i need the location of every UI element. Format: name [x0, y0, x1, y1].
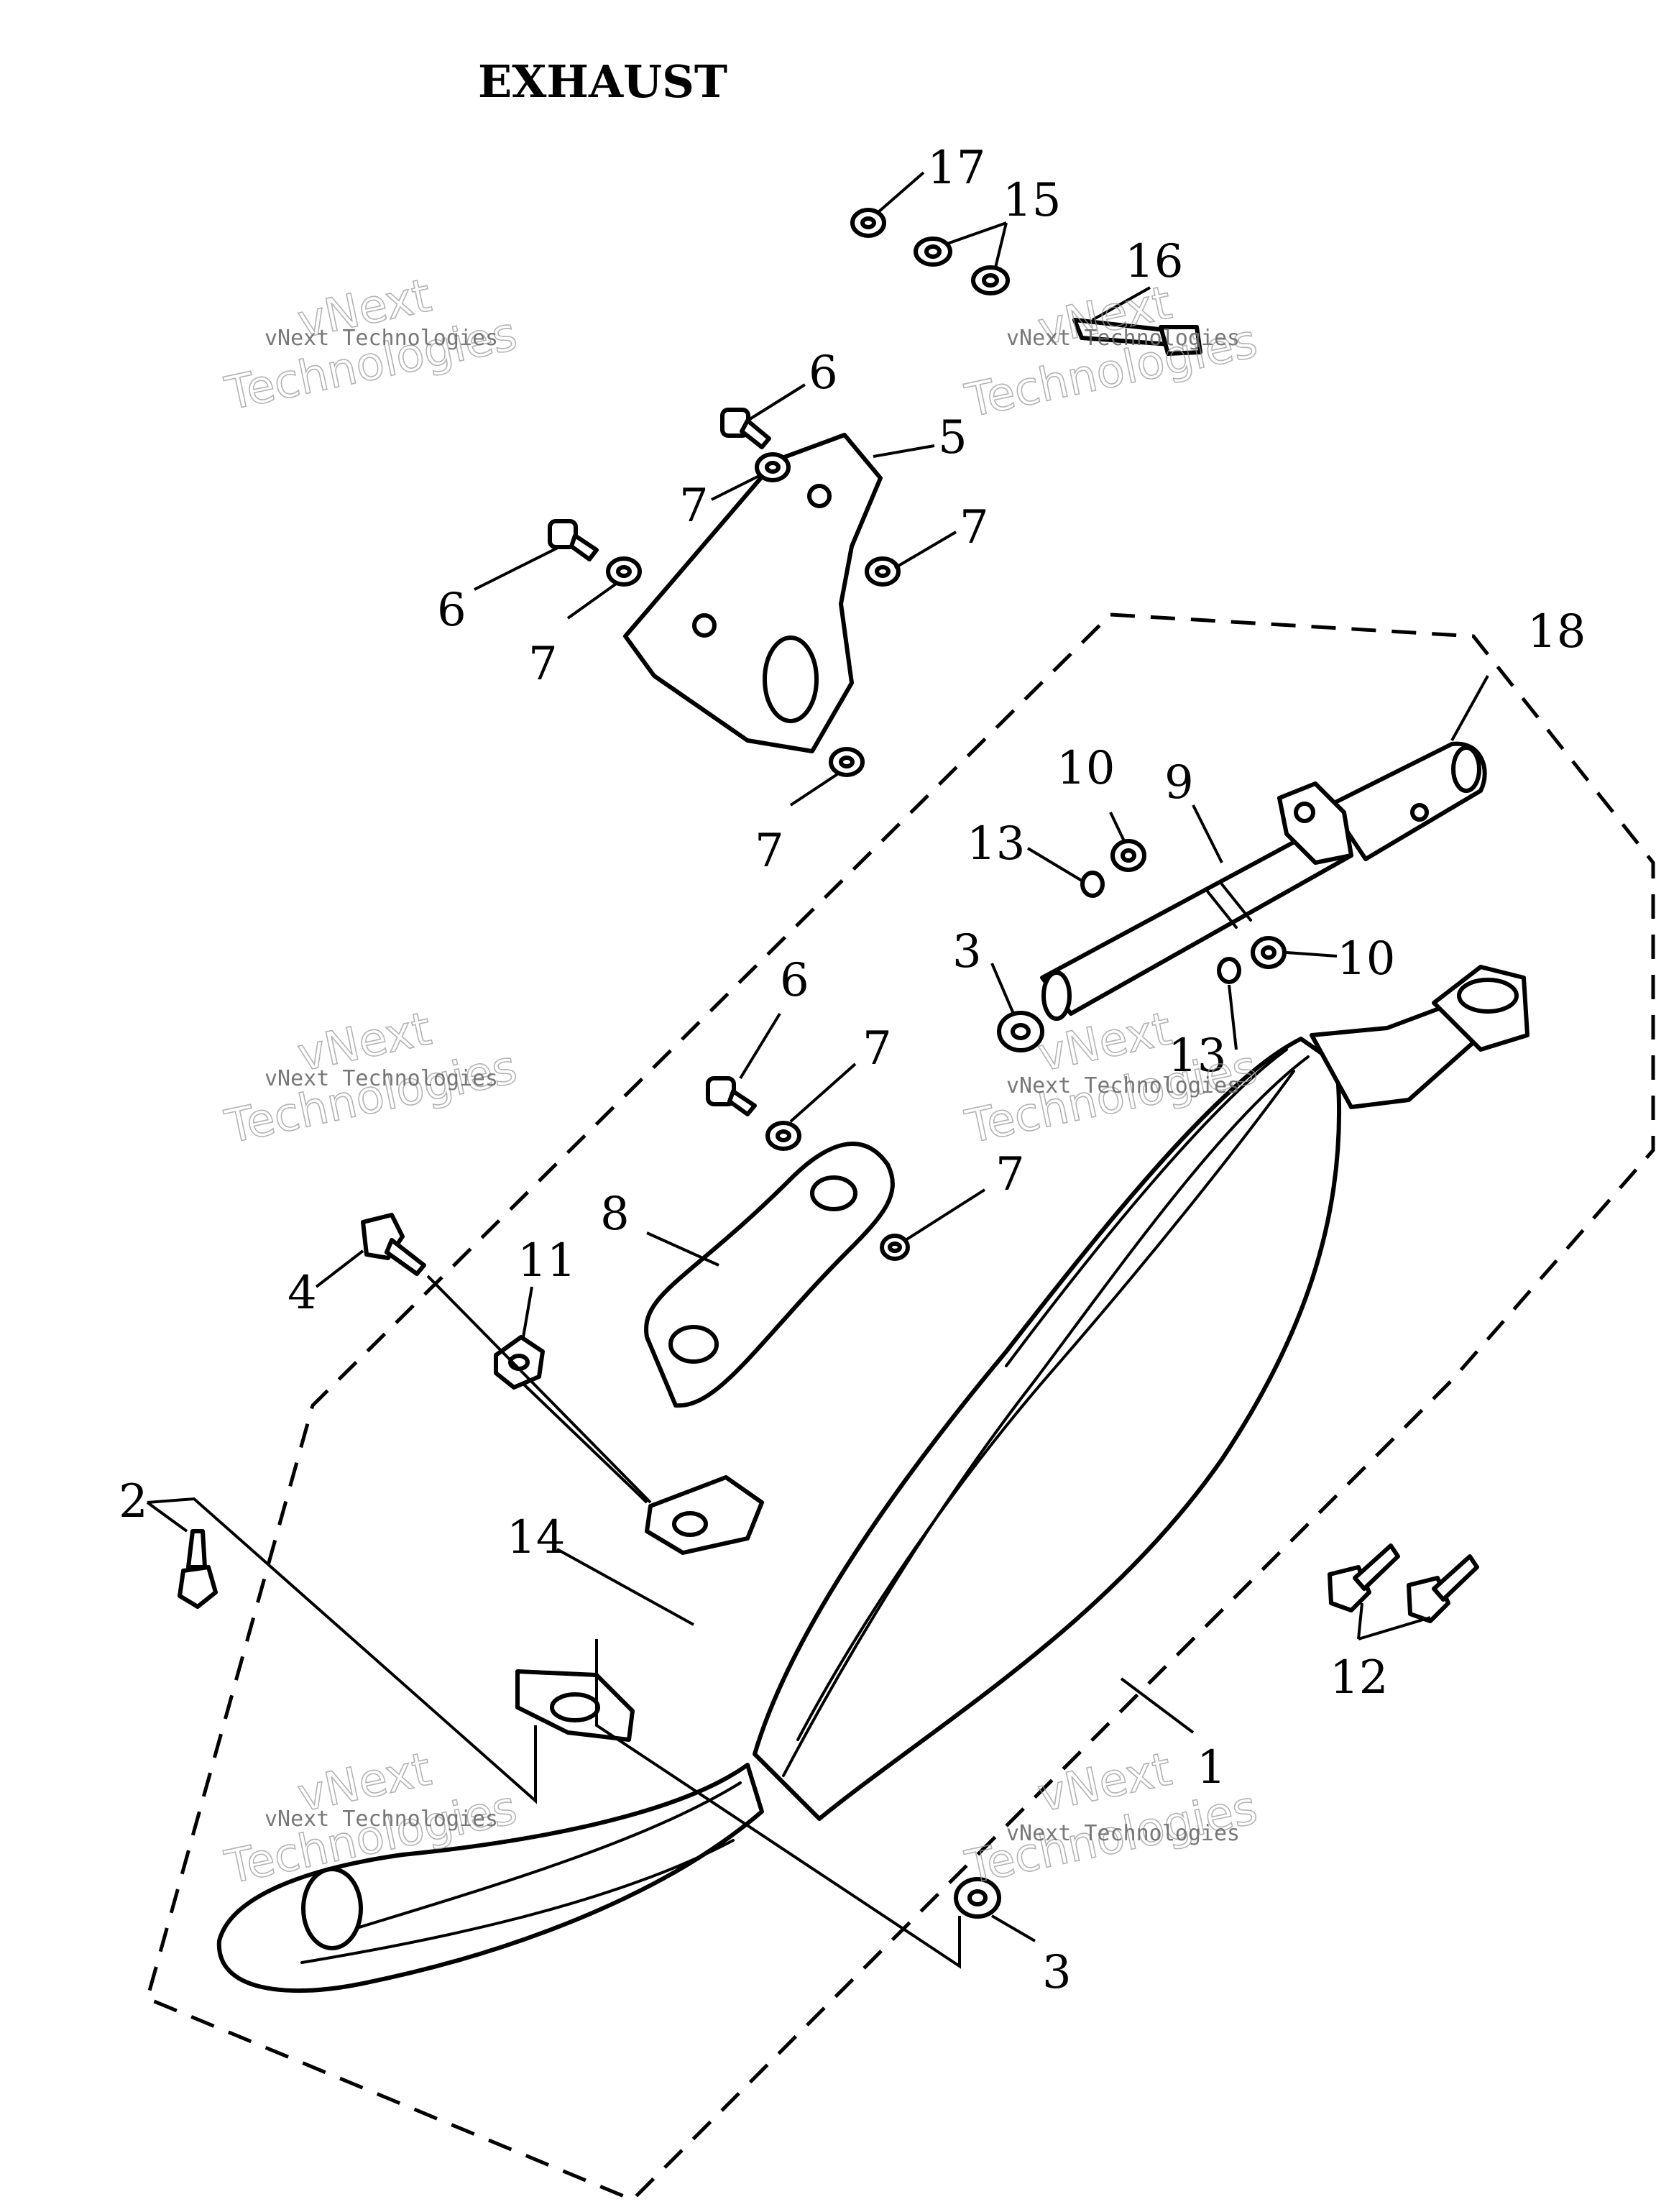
callout-7-d: 7 [755, 825, 784, 878]
nut-10-upper [1110, 839, 1146, 872]
svg-text:vNext Technologies: vNext Technologies [264, 1066, 498, 1091]
watermark-top-left: vNext Technologies vNext Technologies [220, 269, 522, 422]
callout-3-upper: 3 [952, 925, 982, 978]
callout-7-b: 7 [528, 638, 558, 691]
callout-2: 2 [119, 1475, 148, 1528]
washer-7-b [606, 556, 642, 587]
washer-7-c [865, 556, 901, 587]
grommet-11 [494, 1335, 545, 1390]
callout-14: 14 [507, 1511, 565, 1564]
washer-15a [914, 237, 952, 267]
callout-13-lower: 13 [1168, 1029, 1226, 1083]
callout-12: 12 [1330, 1651, 1388, 1704]
header-pipe [216, 1763, 764, 1993]
svg-text:vNext Technologies: vNext Technologies [264, 1807, 498, 1832]
nut-10-lower [1251, 936, 1287, 969]
svg-text:vNext Technologies: vNext Technologies [1006, 1821, 1240, 1846]
callout-6-middle: 6 [780, 954, 809, 1007]
callout-7-e: 7 [862, 1022, 892, 1075]
callout-6-left: 6 [437, 584, 466, 637]
callout-8: 8 [600, 1188, 630, 1241]
svg-text:vNext Technologies: vNext Technologies [1006, 326, 1240, 351]
bracket-upper [623, 433, 883, 753]
bolt-16 [1072, 318, 1202, 356]
muffler-outlet [1310, 965, 1530, 1109]
bolt-2 [178, 1529, 218, 1609]
watermark-top-right: vNext Technologies vNext Technologies [960, 276, 1262, 429]
callout-7-c: 7 [960, 501, 989, 554]
washer-3-lower [954, 1877, 1001, 1919]
nut-17 [850, 208, 886, 238]
callout-17: 17 [927, 142, 985, 195]
callout-7-a: 7 [679, 479, 709, 533]
lock-washer-13-lower [1217, 957, 1241, 984]
callout-16: 16 [1125, 235, 1183, 288]
callout-7-f: 7 [995, 1148, 1025, 1201]
washer-7-a [755, 452, 791, 482]
callout-5: 5 [938, 411, 967, 464]
callout-labels: 17 15 16 6 5 7 7 6 7 7 18 10 9 13 3 10 1… [119, 142, 1586, 1999]
muffler-mount-tab [645, 1475, 764, 1555]
washer-7-f [880, 1234, 910, 1261]
svg-text:vNext Technologies: vNext Technologies [264, 326, 498, 351]
watermark-middle-left: vNext Technologies vNext Technologies [220, 1002, 522, 1155]
tail-pipe [1040, 825, 1353, 1021]
svg-text:vNext Technologies: vNext Technologies [1006, 1073, 1240, 1098]
callout-3-lower: 3 [1042, 1946, 1072, 1999]
washer-7-d [829, 747, 865, 777]
callout-18: 18 [1527, 605, 1586, 658]
callout-10-lower: 10 [1337, 932, 1395, 986]
muffler-body [753, 1037, 1342, 1821]
washer-7-e [765, 1121, 801, 1151]
assembly-boundary [144, 612, 1655, 2202]
callout-15: 15 [1003, 174, 1061, 227]
bolt-6-upper [720, 408, 771, 449]
bolt-4 [361, 1213, 426, 1276]
washer-15b [971, 265, 1010, 295]
callout-6-upper: 6 [809, 347, 838, 400]
callout-9: 9 [1164, 756, 1194, 809]
washer-3-upper [997, 1011, 1044, 1052]
header-pipe-opening [301, 1867, 363, 1950]
bolt-6-left [548, 519, 599, 561]
bolt-6-middle [706, 1076, 757, 1116]
bracket-middle [644, 1142, 895, 1408]
lock-washer-13-upper [1080, 871, 1105, 898]
diagram-title: EXHAUST [478, 55, 727, 108]
spark-arrester [1277, 741, 1487, 865]
callout-4: 4 [288, 1267, 317, 1320]
callout-13-upper: 13 [967, 817, 1025, 871]
callout-11: 11 [518, 1234, 576, 1288]
bolt-12-left [1328, 1543, 1400, 1612]
callout-1: 1 [1197, 1741, 1226, 1794]
callout-10-upper: 10 [1057, 742, 1115, 795]
leader-lines [146, 171, 1489, 1969]
bolt-12-right [1407, 1554, 1479, 1623]
